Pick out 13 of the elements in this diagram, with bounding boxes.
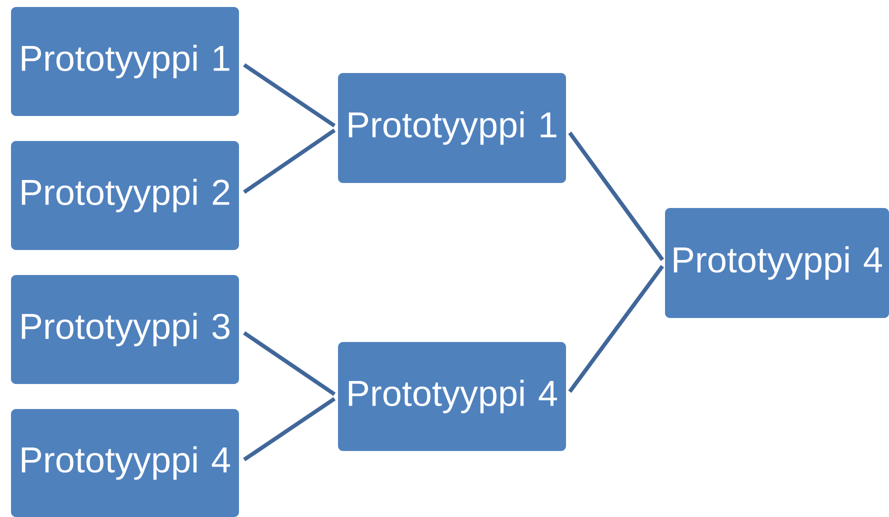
process-box: Prototyyppi 1 bbox=[338, 73, 566, 183]
process-box: Prototyyppi 4 bbox=[665, 208, 889, 318]
process-box: Prototyyppi 3 bbox=[11, 275, 239, 384]
process-box: Prototyyppi 4 bbox=[338, 342, 566, 451]
process-box: Prototyyppi 4 bbox=[11, 409, 239, 517]
connector-line bbox=[243, 331, 336, 396]
connector-line bbox=[243, 397, 336, 462]
connector-line bbox=[243, 63, 336, 128]
process-box: Prototyyppi 2 bbox=[11, 141, 239, 250]
connector-line bbox=[243, 128, 336, 194]
connector-line bbox=[568, 132, 664, 261]
connector-line bbox=[568, 265, 664, 393]
process-box: Prototyyppi 1 bbox=[11, 7, 239, 116]
